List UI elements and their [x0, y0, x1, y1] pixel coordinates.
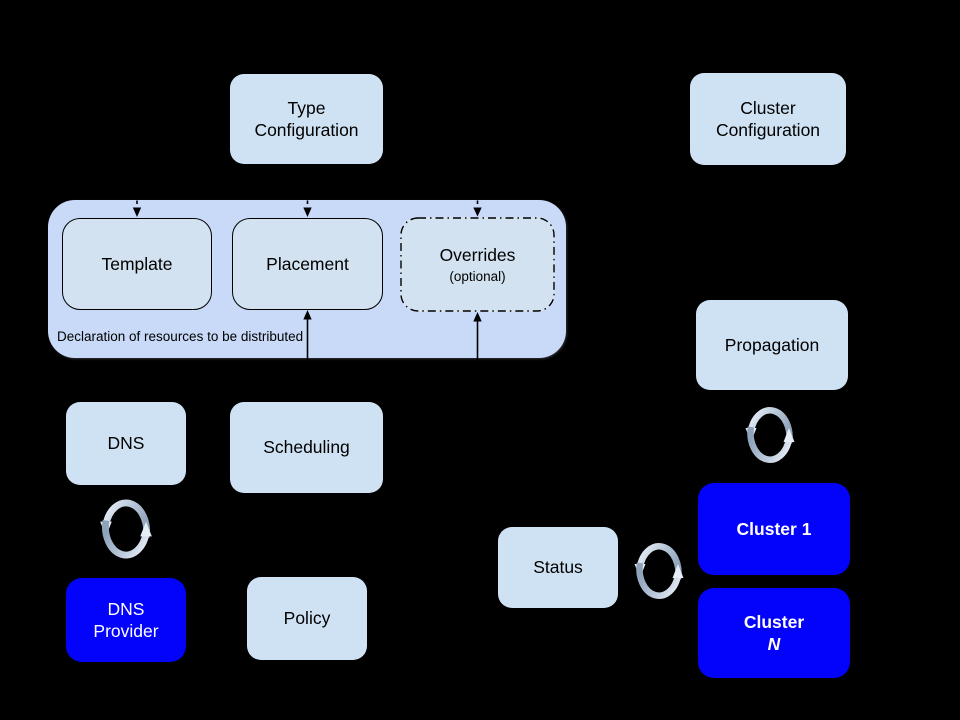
sync-icon: [95, 490, 157, 568]
cluster-n-prefix: Cluster: [743, 611, 805, 632]
node-cluster-1: Cluster 1: [698, 483, 850, 575]
node-dns: DNS: [66, 402, 186, 485]
node-cluster-n: Cluster N: [698, 588, 850, 678]
declaration-caption: Declaration of resources to be distribut…: [57, 329, 304, 344]
sync-icon: [742, 398, 798, 472]
cluster-n-suffix: N: [767, 634, 781, 654]
node-type-configuration: Type Configuration: [230, 74, 383, 164]
node-scheduling: Scheduling: [230, 402, 383, 493]
overrides-label: Overrides: [439, 245, 516, 266]
node-propagation: Propagation: [696, 300, 848, 390]
node-template: Template: [62, 218, 212, 310]
overrides-sublabel: (optional): [449, 268, 506, 284]
node-policy: Policy: [247, 577, 367, 660]
node-dns-provider: DNS Provider: [66, 578, 186, 662]
node-cluster-configuration: Cluster Configuration: [690, 73, 846, 165]
sync-icon: [631, 534, 687, 608]
node-placement: Placement: [232, 218, 383, 310]
node-overrides: Overrides (optional): [400, 217, 555, 312]
node-status: Status: [498, 527, 618, 608]
